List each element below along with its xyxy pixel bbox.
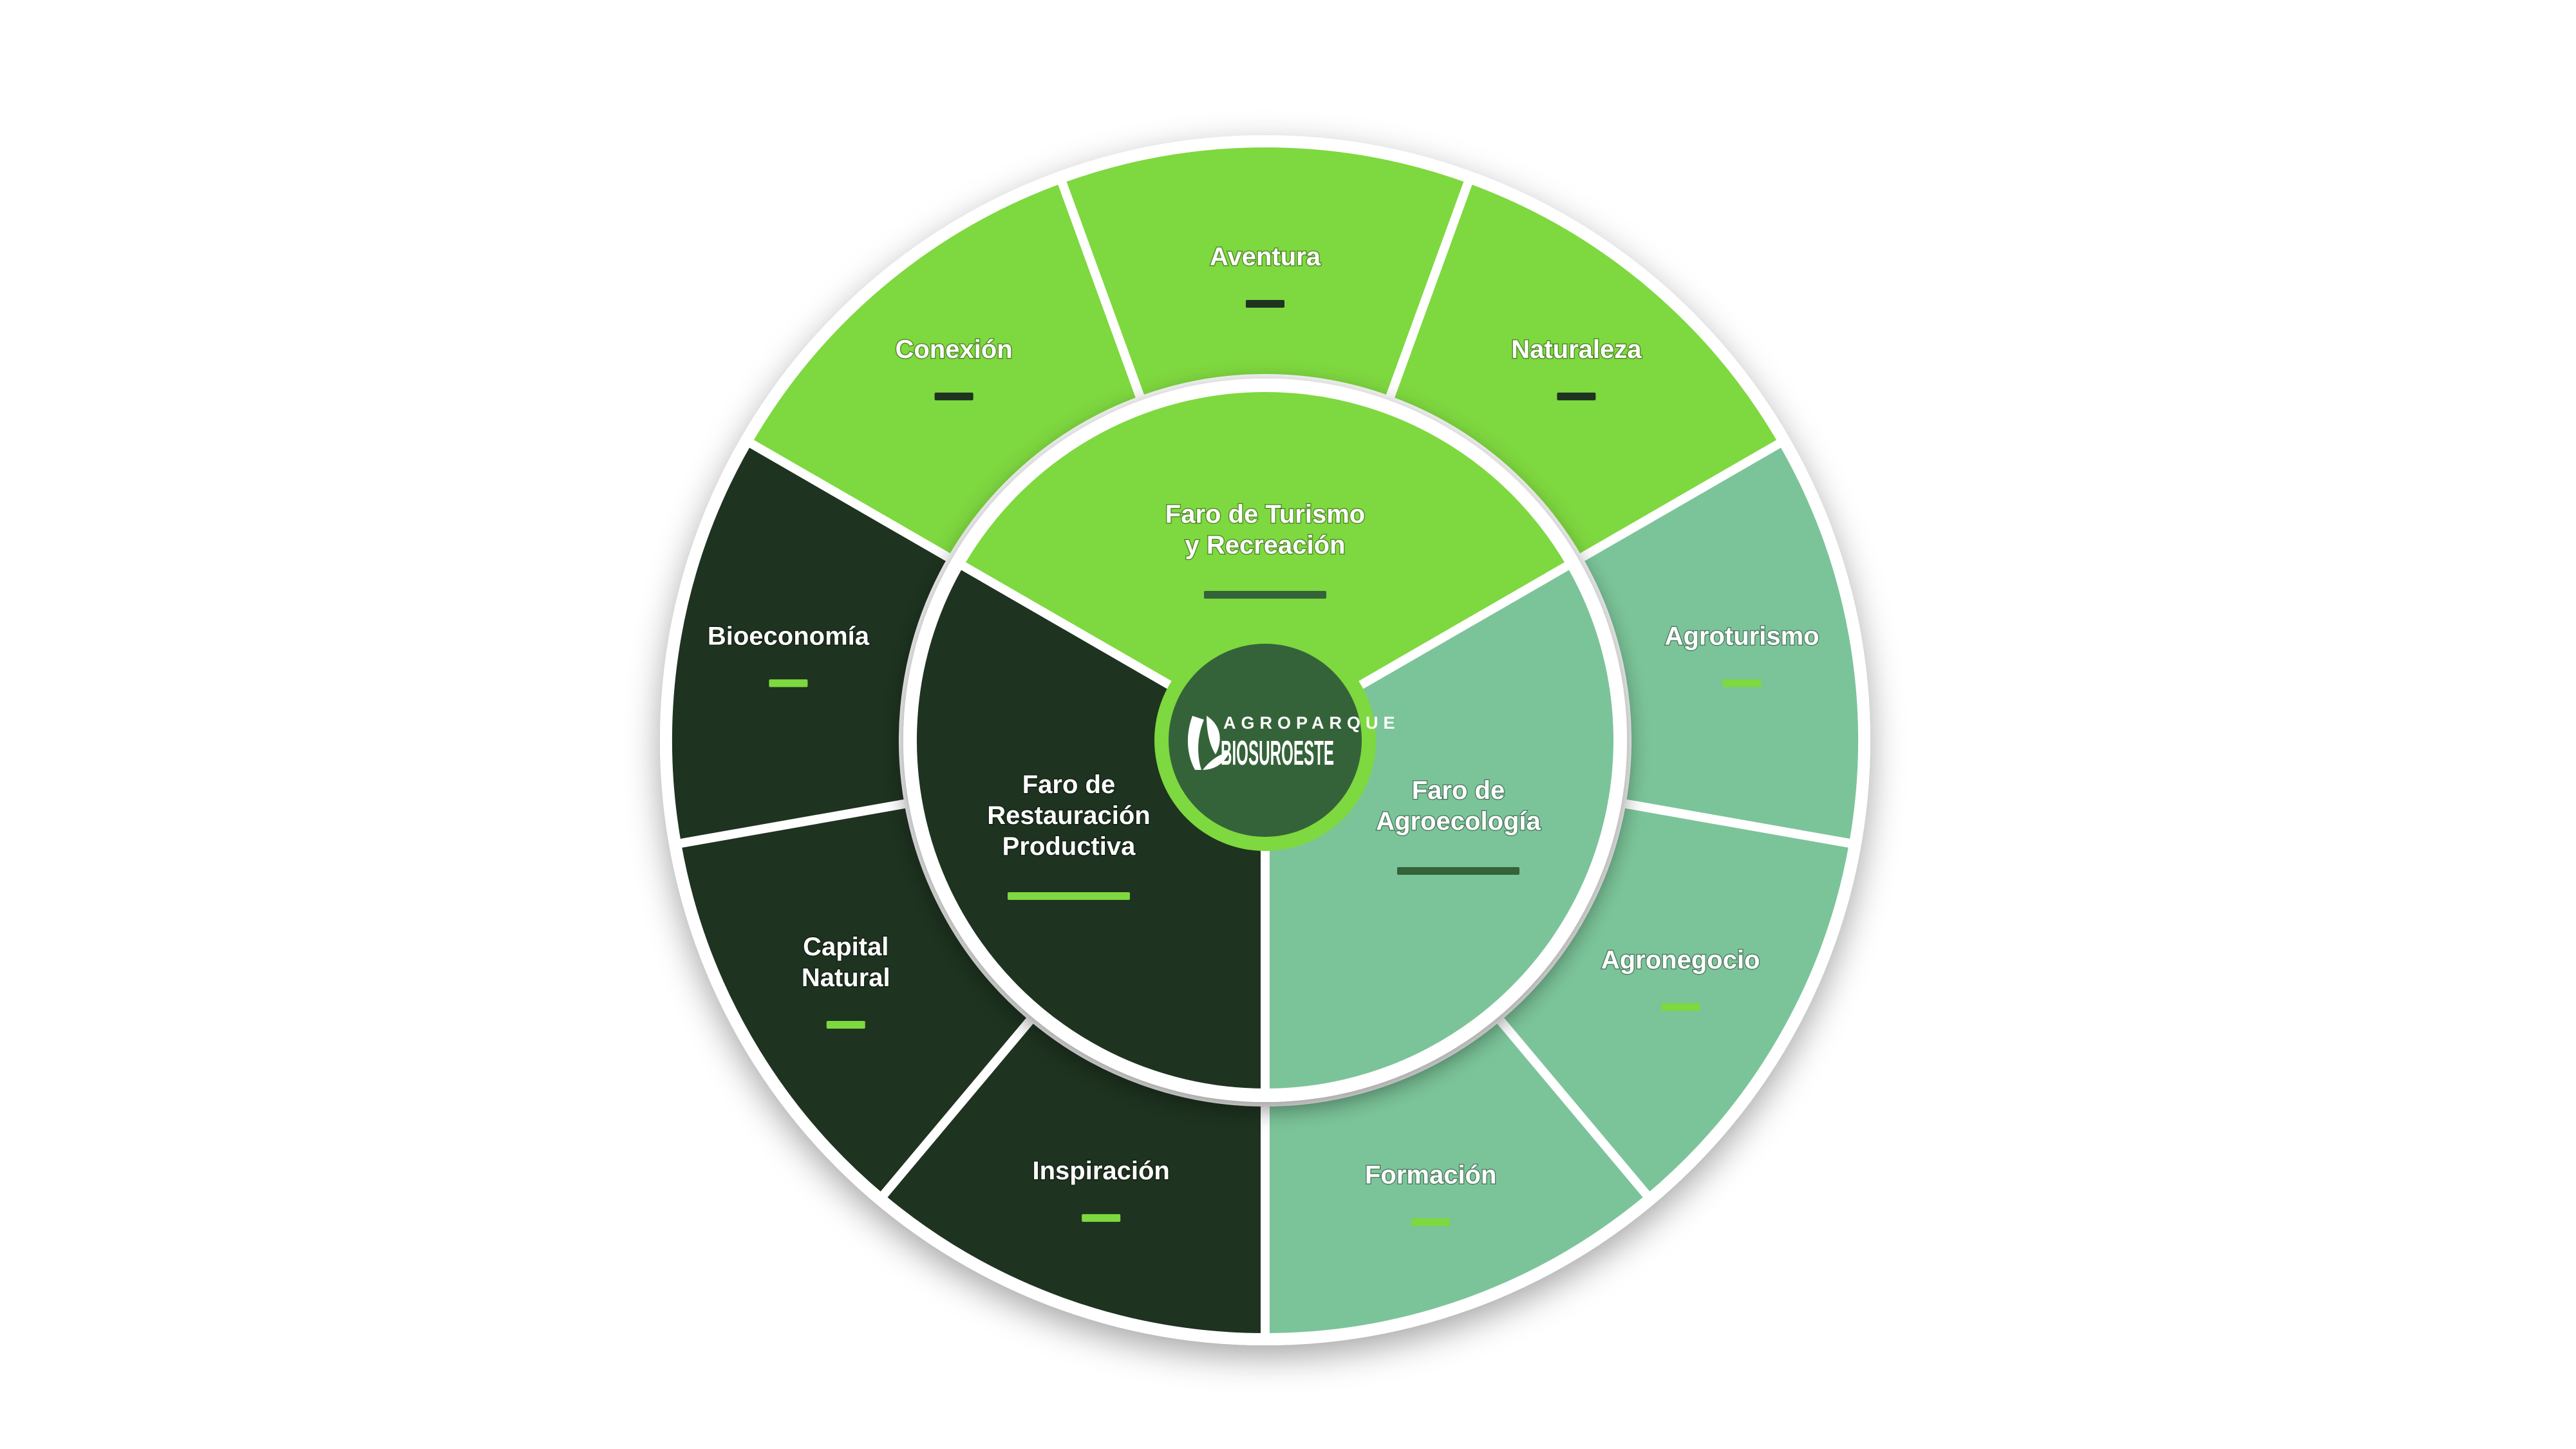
leaf-icon [1187,716,1230,770]
logo-small-text: AGROPARQUE [1223,713,1400,733]
outer-segment-agronegocio-label: Agronegocio [1601,946,1760,975]
outer-segment-conexion-underline-bar [934,392,973,400]
outer-segment-bioeconomia-underline-bar [769,679,808,687]
center-disc [1169,644,1362,837]
outer-segment-conexion-label: Conexión [896,335,1013,364]
outer-segment-inspiracion-label: Inspiración [1032,1157,1169,1185]
outer-segment-naturaleza-underline-bar [1557,392,1596,400]
outer-segment-formacion-underline-bar [1411,1218,1451,1226]
outer-segment-naturaleza-label: Naturaleza [1511,335,1642,364]
logo-big-text: BIOSUROESTE [1221,734,1334,772]
outer-segment-aventura-label: Aventura [1210,243,1321,271]
outer-labels: Conexión AventuraNaturalezaAgroturismoAgr… [706,242,1820,1226]
center-logo: AGROPARQUE BIOSUROESTE [1154,630,1400,851]
outer-segment-agroturismo-label: Agroturismo [1665,622,1819,650]
inner-segment-agroecologia-underline-bar [1397,867,1519,875]
inner-segment-restauracion-underline-bar [1008,892,1130,900]
outer-segment-capital-natural-underline-bar [826,1021,865,1029]
outer-segment-agroturismo-underline-bar [1722,679,1762,687]
outer-segment-inspiracion-underline-bar [1082,1214,1121,1222]
outer-segment-aventura-underline-bar [1246,300,1284,308]
outer-segment-bioeconomia-label: Bioeconomía [708,622,870,650]
outer-segment-agronegocio-underline-bar [1661,1003,1700,1011]
inner-segment-turismo [955,383,1575,745]
outer-segment-formacion-label: Formación [1365,1161,1496,1190]
inner-segment-turismo-underline-bar [1204,591,1326,599]
